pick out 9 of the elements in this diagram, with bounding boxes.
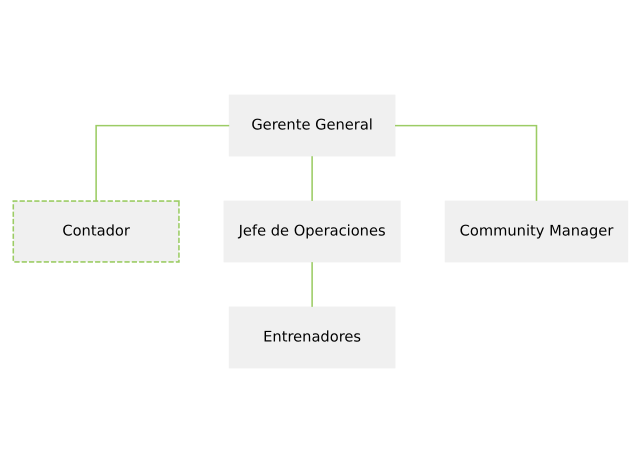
node-box: Jefe de Operaciones	[224, 200, 401, 262]
connector	[95, 124, 230, 200]
node-box: Gerente General	[228, 94, 396, 156]
connector	[395, 124, 538, 200]
node-box: Community Manager	[444, 200, 628, 262]
node-box: Contador	[12, 200, 180, 262]
connector	[311, 262, 313, 306]
connector	[311, 156, 313, 200]
node-box: Entrenadores	[228, 306, 396, 368]
